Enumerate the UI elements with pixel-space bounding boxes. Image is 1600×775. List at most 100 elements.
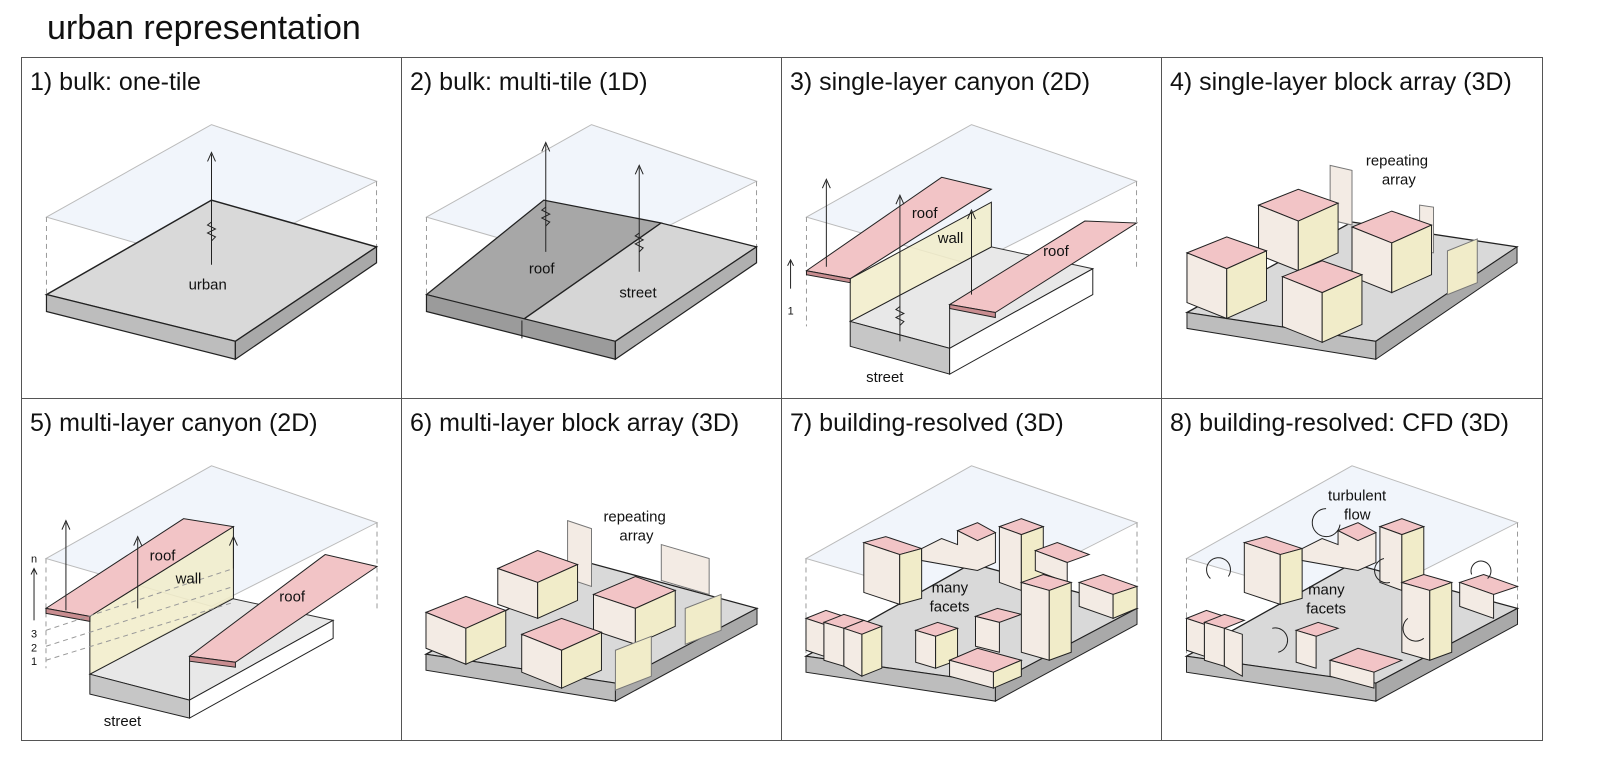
diagram-shape	[228, 535, 238, 546]
diagram-shape	[684, 593, 722, 646]
bulk-one-tile-diagram: urban	[44, 124, 379, 361]
diagram-shape	[1374, 558, 1391, 584]
diagram-shape	[1321, 273, 1363, 344]
diagram-shape	[1375, 607, 1519, 702]
diagram-shape	[207, 151, 216, 162]
diagram-shape	[540, 206, 551, 227]
diagram-shape	[614, 635, 652, 691]
panel-title: 1) bulk: one-tile	[30, 68, 201, 96]
diagram-shape	[956, 522, 997, 542]
label-level-1: 1	[788, 305, 794, 317]
panel-7-building-resolved: 7) building-resolved (3D)	[782, 399, 1162, 740]
diagram-shape	[899, 547, 923, 606]
panel-title: 7) building-resolved (3D)	[790, 409, 1064, 437]
panel-4-single-layer-block-array: 4) single-layer block array (3D) repeati…	[1162, 58, 1542, 399]
diagram-shape	[1295, 629, 1317, 669]
diagram-shape	[1311, 508, 1341, 538]
diagram-shape	[1185, 617, 1205, 657]
building-resolved-diagram: many facets	[803, 465, 1139, 702]
building-resolved-cfd-diagram: turbulent flow many facets	[1184, 465, 1520, 702]
label-level-3: 3	[31, 628, 37, 640]
diagram-shape	[974, 615, 1000, 653]
diagram-shape	[1336, 522, 1378, 542]
diagram-shape	[1402, 617, 1425, 642]
single-layer-canyon-diagram: roof wall roof street 1	[787, 124, 1139, 386]
label-street: street	[104, 713, 142, 730]
figure-title: urban representation	[47, 9, 361, 47]
diagram-shape	[1391, 224, 1433, 294]
diagram-shape	[1206, 557, 1231, 579]
diagram-shape	[894, 306, 906, 326]
diagram-shape	[561, 631, 602, 689]
label-street: street	[866, 370, 904, 386]
diagram-shape	[541, 141, 551, 152]
label-repeating: repeating	[1366, 153, 1428, 169]
label-roof: roof	[912, 206, 939, 222]
label-urban: urban	[189, 278, 227, 294]
diagram-shape	[915, 629, 937, 669]
diagram-shape	[133, 535, 143, 546]
diagram-shape	[634, 164, 644, 175]
label-roof-2: roof	[1043, 244, 1070, 260]
panel-grid: 1) bulk: one-tile urban 2) bulk: multi-t…	[21, 57, 1543, 741]
label-many: many	[1308, 581, 1345, 598]
label-many: many	[932, 579, 969, 596]
label-facets: facets	[1306, 600, 1346, 617]
label-level-2: 2	[31, 642, 37, 654]
panel-title: 2) bulk: multi-tile (1D)	[410, 68, 648, 96]
bulk-multi-tile-diagram: roof street	[425, 124, 759, 361]
diagram-shape	[30, 567, 38, 575]
panel-6-multi-layer-block-array: 6) multi-layer block array (3D) repeatin…	[402, 399, 782, 740]
diagram-shape	[1297, 202, 1339, 272]
label-level-n: n	[31, 554, 37, 566]
panel-title: 6) multi-layer block array (3D)	[410, 409, 740, 437]
panel-title: 8) building-resolved: CFD (3D)	[1170, 409, 1510, 437]
multi-layer-canyon-diagram: roof wall roof street n 3 2 1	[30, 465, 379, 730]
diagram-shape	[206, 221, 217, 242]
label-flow: flow	[1344, 507, 1371, 524]
label-wall: wall	[175, 570, 202, 587]
diagram-shape	[895, 193, 905, 205]
diagram-shape	[992, 659, 1022, 689]
diagram-shape	[234, 245, 378, 361]
diagram-shape	[967, 208, 976, 220]
diagram-shape	[1020, 581, 1050, 661]
diagram-shape	[1401, 581, 1431, 661]
label-roof: roof	[529, 262, 556, 278]
diagram-shape	[994, 607, 1138, 702]
diagram-shape	[787, 258, 794, 267]
panel-5-multi-layer-canyon: 5) multi-layer canyon (2D) r	[22, 399, 402, 740]
diagram-shape	[614, 245, 758, 361]
diagram-shape	[1272, 627, 1289, 653]
diagram-shape	[861, 625, 883, 677]
diagram-shape	[189, 619, 334, 719]
diagram-shape	[634, 232, 645, 253]
diagram-shape	[823, 621, 845, 667]
label-roof-2: roof	[279, 588, 306, 605]
panel-title: 3) single-layer canyon (2D)	[790, 68, 1091, 96]
label-array: array	[1382, 172, 1417, 188]
diagram-shape	[537, 563, 579, 620]
panel-3-single-layer-canyon: 3) single-layer canyon (2D) roof wal	[782, 58, 1162, 399]
diagram-shape	[849, 201, 992, 323]
label-facets: facets	[930, 598, 970, 615]
diagram-shape	[805, 270, 851, 284]
panel-8-building-resolved-cfd: 8) building-resolved: CFD (3D)	[1162, 399, 1542, 740]
diagram-shape	[1112, 585, 1138, 620]
diagram-shape	[45, 601, 234, 661]
diagram-shape	[843, 627, 863, 678]
diagram-shape	[660, 543, 710, 596]
diagram-shape	[1446, 238, 1478, 296]
label-roof: roof	[150, 548, 177, 565]
diagram-shape	[45, 568, 234, 631]
diagram-shape	[949, 267, 1094, 375]
diagram-shape	[998, 525, 1022, 592]
panel-title: 5) multi-layer canyon (2D)	[30, 409, 318, 437]
diagram-shape	[45, 585, 234, 647]
diagram-shape	[1203, 621, 1225, 667]
panel-title: 4) single-layer block array (3D)	[1170, 68, 1512, 96]
multi-layer-block-array-diagram: repeating array	[423, 509, 759, 702]
label-level-1: 1	[31, 656, 37, 668]
label-street: street	[619, 286, 657, 302]
diagram-shape	[805, 617, 825, 657]
